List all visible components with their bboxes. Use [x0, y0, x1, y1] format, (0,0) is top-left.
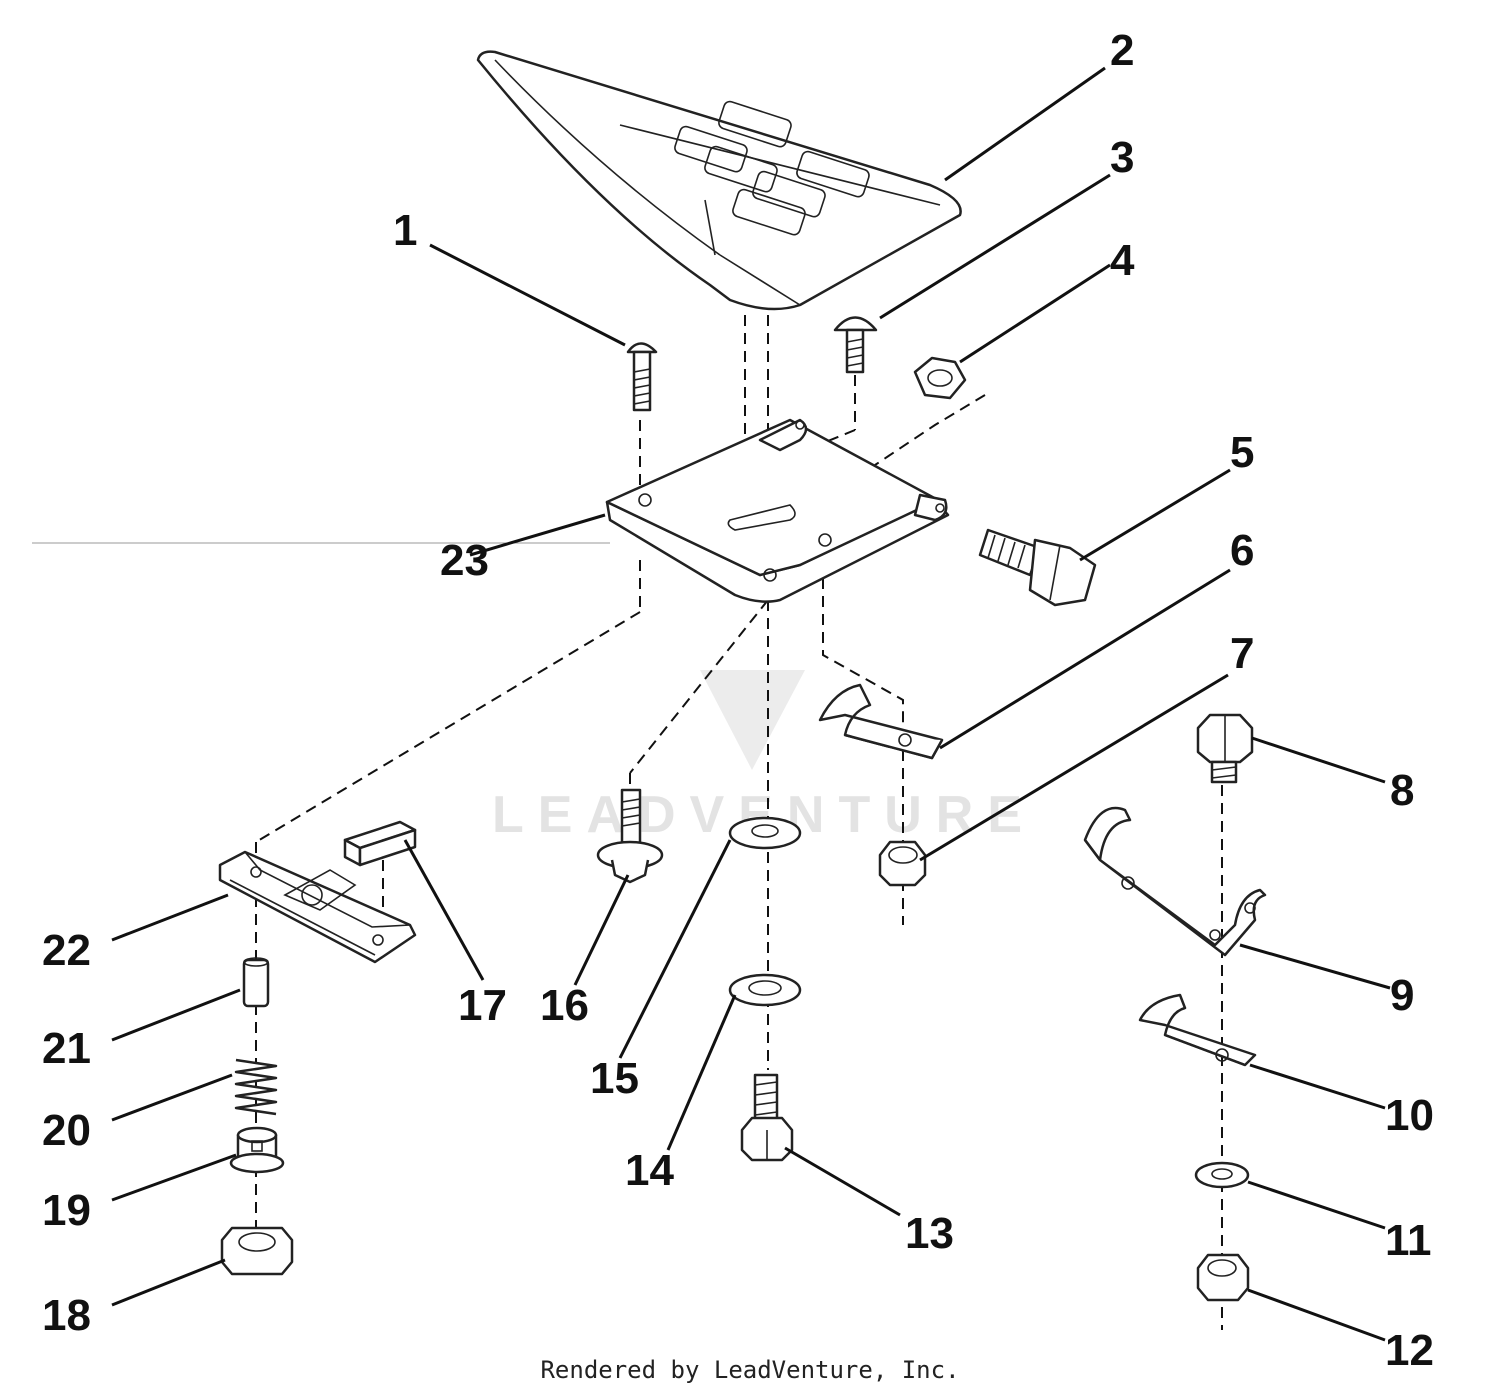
callout-20: 20: [42, 1106, 91, 1155]
callout-12: 12: [1385, 1326, 1434, 1375]
washer-right: [1194, 1161, 1250, 1189]
callout-15: 15: [590, 1054, 639, 1103]
hex-bolt-right: [1196, 713, 1254, 784]
callout-22: 22: [42, 926, 91, 975]
callout-4: 4: [1110, 236, 1135, 285]
callout-8: 8: [1390, 766, 1414, 815]
flange-nut: [220, 1226, 294, 1276]
seat-clip: [818, 683, 944, 760]
pin: [242, 957, 270, 1008]
lock-nut-right: [1196, 1253, 1250, 1302]
mount-bracket: [1083, 806, 1267, 957]
callout-18: 18: [42, 1291, 91, 1340]
callout-17: 17: [458, 981, 507, 1030]
watermark-logo-icon: [700, 670, 805, 770]
carriage-bolt: [626, 342, 658, 412]
callout-14: 14: [625, 1146, 674, 1195]
shoulder-bolt: [596, 788, 664, 884]
lock-nut: [878, 840, 927, 887]
callout-23: 23: [440, 536, 489, 585]
callout-13: 13: [905, 1209, 954, 1258]
lower-clip: [1138, 993, 1257, 1067]
hex-bolt-horizontal: [978, 528, 1097, 607]
callout-10: 10: [1385, 1091, 1434, 1140]
callout-6: 6: [1230, 526, 1254, 575]
round-head-screw: [833, 316, 878, 374]
hex-bolt-vertical: [740, 1073, 794, 1162]
callout-5: 5: [1230, 428, 1254, 477]
washer-upper: [728, 816, 802, 850]
knob: [229, 1126, 285, 1174]
seat: [476, 50, 962, 311]
callout-9: 9: [1390, 971, 1414, 1020]
washer-lower: [728, 973, 802, 1007]
leader-lines: [111, 66, 1391, 1342]
callout-1: 1: [393, 206, 417, 255]
key-block: [343, 820, 417, 867]
callout-2: 2: [1110, 26, 1134, 75]
watermark: LEADVENTURE: [492, 670, 1022, 844]
callout-7: 7: [1230, 629, 1254, 678]
callout-16: 16: [540, 981, 589, 1030]
callout-11: 11: [1385, 1216, 1432, 1265]
callout-21: 21: [42, 1024, 91, 1073]
seat-bracket: [605, 418, 950, 603]
slide-plate: [218, 850, 417, 964]
hex-nut: [913, 356, 967, 400]
part-callouts: 1 2 3 4 5 6 7 8 9 10 11 12 13 14 15 16 1…: [42, 26, 1434, 1375]
callout-3: 3: [1110, 133, 1134, 182]
callout-19: 19: [42, 1186, 91, 1235]
footer-credit: Rendered by LeadVenture, Inc.: [540, 1356, 960, 1384]
spring: [234, 1058, 278, 1116]
